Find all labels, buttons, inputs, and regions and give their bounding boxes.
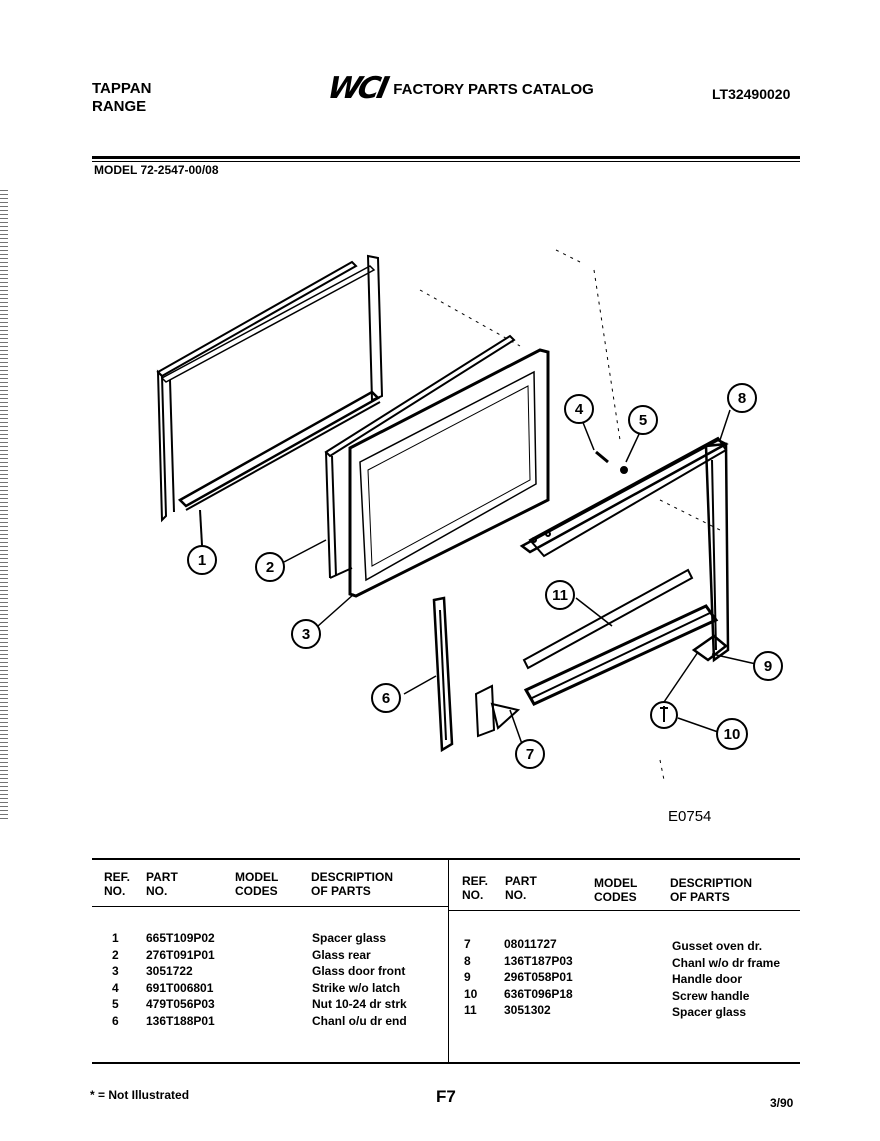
svg-text:3: 3	[302, 626, 310, 643]
left-desc-column: Spacer glass Glass rear Glass door front…	[312, 930, 407, 1029]
brand-line-1: TAPPAN	[92, 80, 152, 97]
callout-11: 11	[545, 580, 575, 610]
table-row: 7	[464, 937, 471, 951]
part-spacer-bar	[522, 568, 694, 670]
part-strike-and-nut	[595, 450, 628, 474]
part-description: Screw handle	[672, 988, 750, 1003]
part-number: 276T091P01	[146, 947, 215, 962]
table-header-rule-left	[92, 906, 448, 907]
part-description: Spacer glass	[672, 1005, 747, 1019]
part-end-channel	[432, 596, 454, 753]
scan-edge-artifact	[0, 190, 8, 820]
table-divider	[448, 858, 449, 1064]
part-number: 136T187P03	[504, 953, 573, 968]
part-glass-door-front	[348, 348, 550, 598]
table-header-rule-right	[448, 910, 800, 911]
header-rule	[92, 156, 800, 159]
part-description: Glass door front	[312, 964, 406, 978]
table-row: 11	[464, 1003, 477, 1017]
table-row: 4	[112, 980, 119, 995]
right-ref-column: 7 8 9 10 11	[464, 936, 477, 1019]
part-number: 136T188P01	[146, 1013, 215, 1028]
table-row: 1	[112, 931, 119, 945]
svg-text:11: 11	[552, 587, 568, 604]
part-number: 691T006801	[146, 980, 214, 995]
part-description: Glass rear	[312, 947, 371, 962]
part-number: 665T109P02	[146, 931, 215, 945]
part-number: 08011727	[504, 937, 557, 951]
svg-text:10: 10	[724, 726, 741, 743]
svg-text:9: 9	[764, 658, 772, 675]
callout-9: 9	[753, 651, 783, 681]
table-row: 3	[112, 964, 119, 978]
part-glass-rear	[324, 334, 516, 579]
part-description: Nut 10-24 dr strk	[312, 997, 407, 1011]
part-number: 636T096P18	[504, 986, 573, 1001]
catalog-title: FACTORY PARTS CATALOG	[393, 80, 594, 98]
footnote: * = Not Illustrated	[90, 1088, 190, 1102]
part-number: 296T058P01	[504, 970, 573, 984]
part-description: Spacer glass	[312, 931, 387, 945]
exploded-parts-diagram: 1 2 3 4 5 8 11 6 7 9 10	[156, 249, 783, 781]
part-spacer-glass	[156, 254, 384, 546]
figure-code: E0754	[668, 808, 712, 825]
left-part-column: 665T109P02 276T091P01 3051722 691T006801…	[146, 930, 215, 1029]
part-screw	[650, 701, 678, 729]
part-handle	[691, 634, 728, 662]
svg-text:8: 8	[738, 390, 746, 407]
svg-text:1: 1	[198, 552, 206, 569]
svg-text:4: 4	[575, 401, 584, 418]
right-desc-column: Gusset oven dr. Chanl w/o dr frame Handl…	[672, 938, 780, 1021]
callout-4: 4	[564, 394, 594, 424]
table-row: 10	[464, 986, 478, 1001]
part-description: Gusset oven dr.	[672, 939, 763, 953]
part-description: Chanl w/o dr frame	[672, 955, 781, 970]
hdr-ref-left: REF.NO.	[104, 870, 131, 898]
table-row: 5	[112, 997, 119, 1011]
table-row: 2	[112, 947, 119, 962]
svg-text:7: 7	[526, 746, 534, 763]
svg-text:6: 6	[382, 690, 390, 707]
brand-line-2: RANGE	[92, 98, 147, 115]
part-number: 3051722	[146, 964, 193, 978]
table-row: 8	[464, 953, 471, 968]
svg-text:2: 2	[266, 559, 274, 576]
part-number: 3051302	[504, 1003, 551, 1017]
catalog-heading: WCI FACTORY PARTS CATALOG	[324, 71, 594, 106]
part-description: Strike w/o latch	[312, 980, 401, 995]
callout-1: 1	[187, 545, 217, 575]
table-bottom-rule	[92, 1062, 800, 1064]
callout-7: 7	[515, 739, 545, 769]
hdr-ref-right: REF.NO.	[462, 874, 489, 902]
part-description: Handle door	[672, 972, 743, 986]
part-gusset	[474, 684, 521, 738]
header-rule-thin	[92, 161, 800, 162]
right-part-column: 08011727 136T187P03 296T058P01 636T096P1…	[504, 936, 573, 1019]
callout-3: 3	[291, 619, 321, 649]
part-number: 479T056P03	[146, 997, 215, 1011]
callout-6: 6	[371, 683, 401, 713]
callout-5: 5	[628, 405, 658, 435]
brand-block: TAPPAN RANGE	[92, 80, 151, 116]
catalog-number: LT32490020	[712, 86, 791, 102]
callout-2: 2	[255, 552, 285, 582]
table-row: 9	[464, 970, 471, 984]
left-ref-column: 1 2 3 4 5 6	[112, 930, 119, 1029]
table-row: 6	[112, 1013, 119, 1028]
svg-text:5: 5	[639, 412, 647, 429]
callout-10: 10	[716, 718, 748, 750]
callout-8: 8	[727, 383, 757, 413]
part-frame-channel	[519, 436, 730, 706]
page-number: F7	[436, 1087, 456, 1106]
model-number: MODEL 72-2547-00/08	[94, 163, 219, 177]
table-top-rule	[92, 858, 800, 860]
revision-date: 3/90	[770, 1096, 794, 1110]
part-description: Chanl o/u dr end	[312, 1013, 407, 1028]
